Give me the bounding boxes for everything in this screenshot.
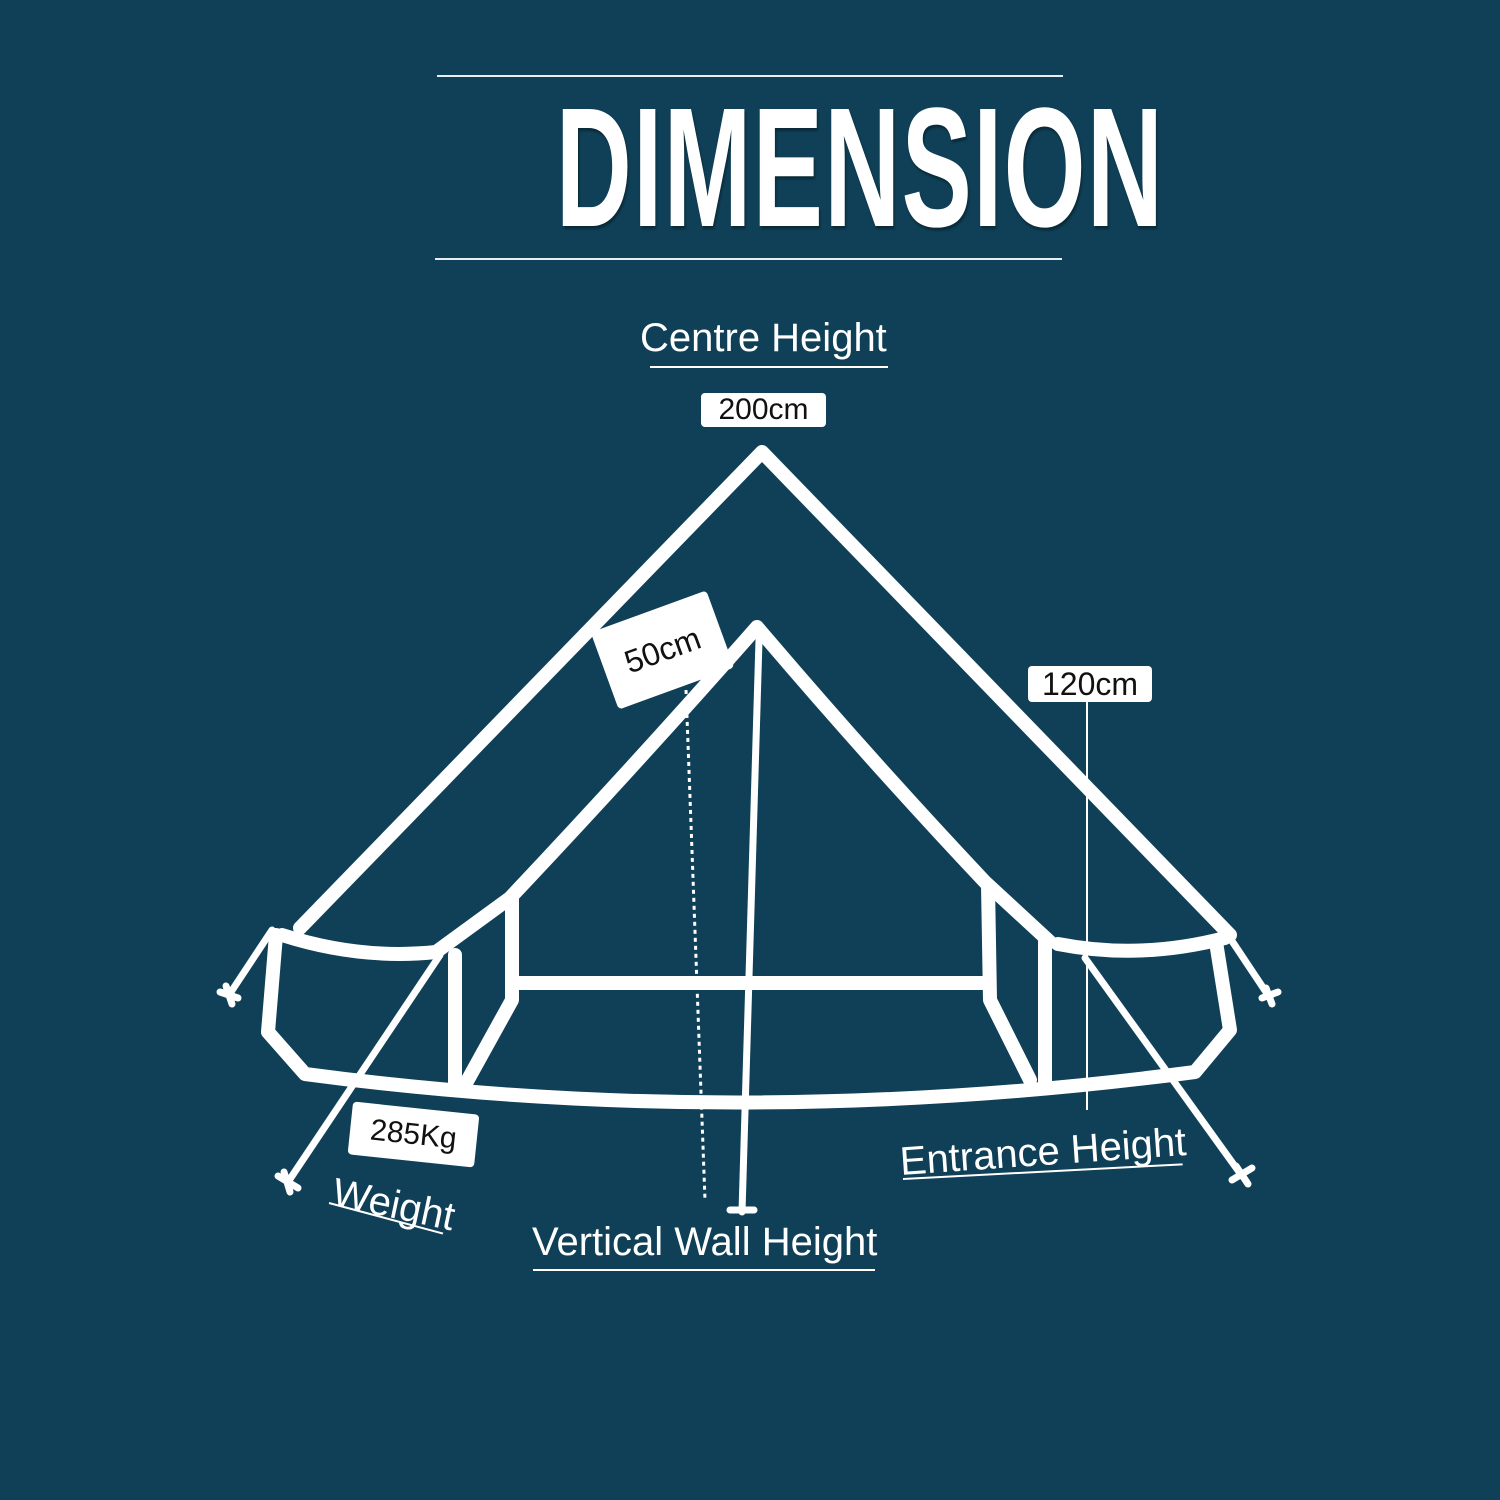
vertical-wall-height-label: Vertical Wall Height	[532, 1220, 878, 1264]
stake-cross	[274, 1168, 302, 1196]
guy-line-left-outer	[225, 926, 276, 999]
centre-height-label: Centre Height	[640, 316, 887, 360]
centre-pole	[738, 636, 763, 1216]
centre-height-value: 200cm	[701, 393, 826, 427]
entrance-height-value: 120cm	[1028, 666, 1152, 702]
stake-cross	[216, 982, 242, 1008]
stake-cross	[1228, 1162, 1256, 1188]
skirt-top-left	[275, 928, 443, 961]
wall-height-dotted-line	[684, 689, 707, 1201]
door-left-inner	[458, 891, 519, 1092]
skirt-top-right	[1051, 931, 1232, 958]
vertical-wall-height-underline	[533, 1269, 875, 1271]
stake-cross	[1258, 984, 1282, 1008]
guy-line-right-inner	[1081, 954, 1246, 1180]
title-rule-bottom	[435, 258, 1062, 260]
outer-roof	[293, 445, 1237, 942]
door-right-inner	[981, 878, 1037, 1087]
title-rule-top	[437, 75, 1063, 77]
inner-roof	[429, 620, 1057, 959]
centre-height-underline	[650, 366, 888, 368]
guy-line-left-inner	[284, 951, 444, 1186]
